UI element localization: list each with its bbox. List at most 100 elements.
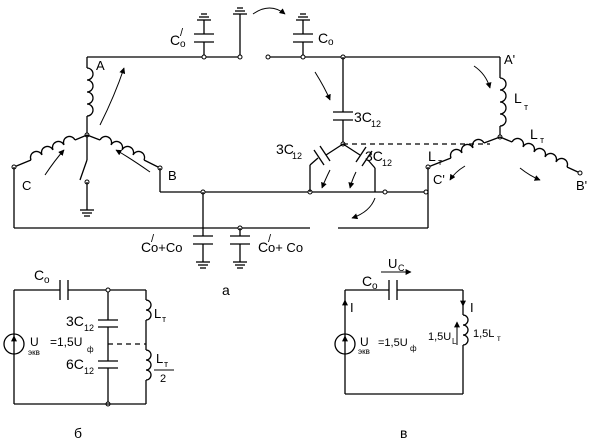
node-label-a-prime: A' <box>504 52 515 67</box>
label-c12-left: 3C <box>276 141 294 157</box>
arrow-bottom-bus <box>351 197 376 220</box>
winding-c-coil <box>29 135 76 161</box>
label-lt-b-sub: т <box>540 135 544 145</box>
label-b-c12-top-sub: 12 <box>84 323 94 333</box>
panel-label-a: а <box>222 282 230 298</box>
node-dot <box>105 287 111 293</box>
label-lt-a-sub: т <box>524 102 528 112</box>
label-c-c0-sub: o <box>372 281 378 292</box>
wire <box>309 157 319 166</box>
label-bottom-right-tail: o+ Co <box>268 240 303 255</box>
node-label-c: C <box>22 178 31 193</box>
load-c-coil <box>449 138 485 159</box>
arrow-load-c <box>449 165 466 181</box>
arrow-left-cap <box>321 169 331 189</box>
capacitor-bottom-left <box>193 192 213 269</box>
arrow-a <box>99 67 126 126</box>
capacitor-bottom-right <box>230 228 250 269</box>
node-label-b-prime: B' <box>576 178 587 193</box>
arrow-load-b <box>519 167 541 181</box>
label-c-lt: 1,5L <box>473 328 494 340</box>
node-label-a: A <box>96 58 105 73</box>
panel-label-b: б <box>74 425 82 441</box>
wire <box>499 136 513 143</box>
label-c12-right: 3C <box>365 148 383 164</box>
label-b-lt-top: L <box>154 306 161 321</box>
label-bottom-left-mark: / <box>151 233 155 245</box>
winding-b-coil <box>99 135 146 161</box>
node-dot <box>201 54 207 60</box>
label-lt-c-sub: т <box>438 157 442 167</box>
switch-blade <box>79 159 88 181</box>
arrow-load-a <box>473 65 492 89</box>
label-c12-vertical-sub: 12 <box>371 119 381 129</box>
load-a-coil <box>499 77 507 127</box>
panel-label-c: в <box>400 425 407 441</box>
inductor-b-bottom <box>145 349 152 381</box>
label-c0-top: C <box>318 30 328 46</box>
wire <box>483 136 501 144</box>
winding-a-coil <box>86 67 94 117</box>
label-c12-vertical: 3C <box>354 109 372 125</box>
label-b-c0: C <box>34 267 44 283</box>
label-lt-b: L <box>530 126 538 142</box>
label-c-source-u-sub: экв <box>358 347 370 356</box>
label-b-lt-bottom: L <box>156 351 163 366</box>
node-dot <box>382 189 388 195</box>
node-dot <box>300 54 306 60</box>
label-bottom-left-sum: C <box>141 239 151 255</box>
wire <box>86 134 101 141</box>
arrow-c <box>44 149 65 176</box>
wire <box>13 159 32 168</box>
label-b-c12-bottom-sub: 12 <box>84 366 94 376</box>
cap-plate <box>313 149 325 166</box>
label-c0-prime-top-mark: / <box>180 27 184 39</box>
label-bottom-left-tail: o+Co <box>151 240 182 255</box>
wire <box>367 159 376 169</box>
label-c-source-eq: =1,5U <box>378 337 408 349</box>
arrow-top-curve <box>252 7 286 15</box>
wire <box>325 143 344 156</box>
label-c0-prime-top: C <box>170 32 180 48</box>
cap-plate <box>319 145 331 162</box>
wire <box>342 143 361 156</box>
inductor-c <box>462 314 469 346</box>
label-lt-a: L <box>514 90 522 106</box>
node-dot <box>265 54 271 60</box>
label-c-ul: 1,5U <box>428 331 451 343</box>
node-dot <box>237 54 243 60</box>
label-b-c12-top: 3C <box>66 313 84 329</box>
arrow-right-cap <box>348 171 357 189</box>
figure-b: C o U экв =1,5U ф 3C 12 6C 12 L т L т <box>3 267 174 441</box>
label-c-c0: C <box>362 273 372 289</box>
label-b-lt-bottom-sub: т <box>164 359 168 369</box>
wire <box>427 157 452 168</box>
node-label-b: B <box>168 168 177 183</box>
label-c-lt-sub: т <box>497 334 501 343</box>
wire <box>143 159 161 169</box>
label-bottom-right-sum: C <box>258 239 268 255</box>
cap-plate <box>355 146 367 163</box>
capacitor-c0-prime-top <box>194 13 214 57</box>
label-b-source-u-sub: экв <box>28 348 40 357</box>
label-lt-c: L <box>428 148 436 164</box>
label-c-ul-sub: L <box>452 337 457 346</box>
capacitor-c0-top <box>293 13 313 57</box>
label-c-source-eq-sub: ф <box>410 344 417 353</box>
node-dot <box>577 170 583 176</box>
label-bottom-right-mark: / <box>268 233 272 245</box>
arrow-center-top <box>314 71 331 101</box>
label-c-uc: U <box>388 256 397 271</box>
load-b-coil <box>511 137 569 168</box>
label-c0-prime-top-sub: o <box>180 39 186 50</box>
label-b-source-eq-sub: ф <box>87 345 94 354</box>
label-c12-right-sub: 12 <box>382 158 392 168</box>
label-c0-top-sub: o <box>328 37 334 48</box>
label-c12-left-sub: 12 <box>292 151 302 161</box>
label-b-source-u: U <box>30 335 39 349</box>
voltage-source-c <box>334 333 356 355</box>
label-b-lt-top-sub: т <box>162 314 166 324</box>
label-c-source-u: U <box>360 335 369 349</box>
label-c-current-left: I <box>350 300 354 315</box>
